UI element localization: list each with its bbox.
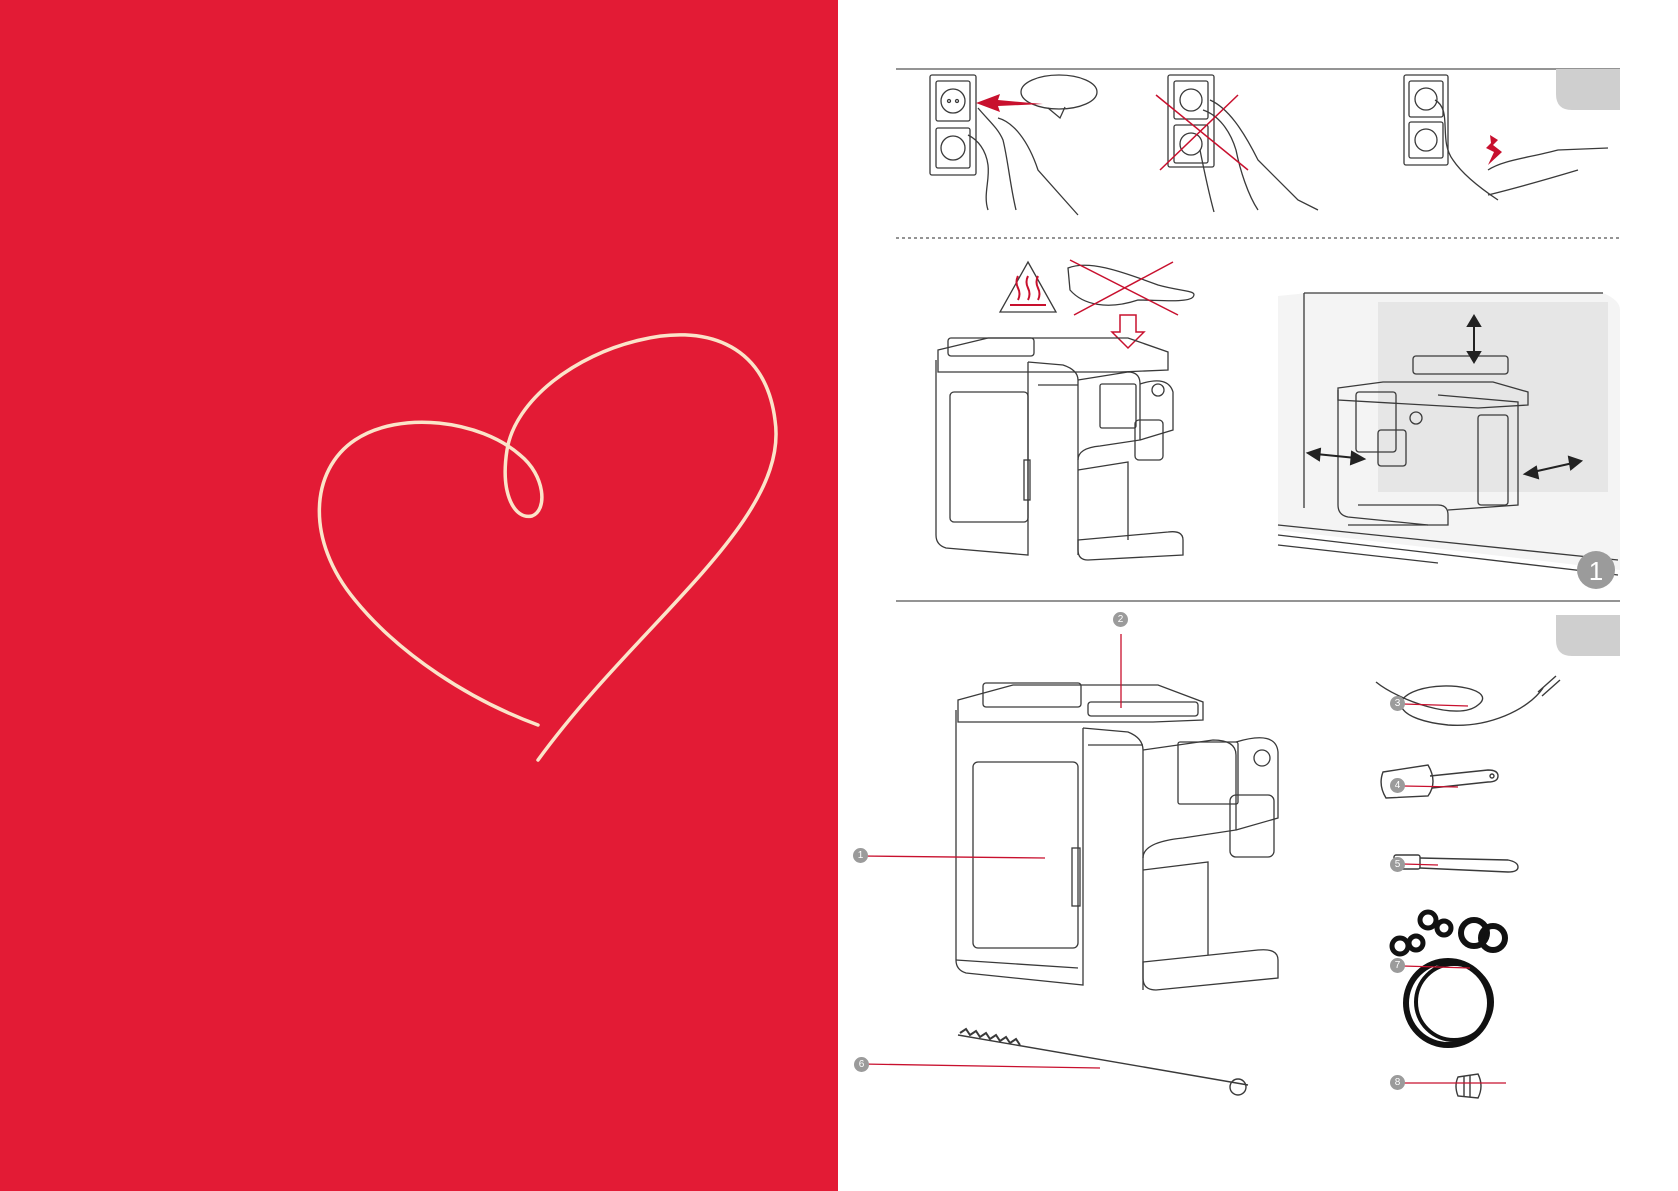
callout-2: 2	[1113, 612, 1128, 627]
down-arrow-icon	[1112, 315, 1144, 348]
coffee-machine-front-view	[936, 338, 1183, 560]
nozzle-accessory	[1456, 1074, 1481, 1098]
instruction-sheet: 1	[838, 0, 1678, 1191]
callout-8: 8	[1390, 1075, 1405, 1090]
callout-number: 5	[1395, 860, 1401, 870]
heart-illustration	[0, 0, 838, 1191]
callout-5: 5	[1390, 857, 1405, 872]
insert-arrow-icon	[976, 94, 1043, 112]
clearance-illustration	[1278, 293, 1620, 575]
coffee-machine-parts-view	[956, 683, 1278, 990]
callout-6: 6	[854, 1057, 869, 1072]
callout-number: 2	[1118, 615, 1124, 625]
callout-number: 4	[1395, 781, 1401, 791]
electric-hazard-icon	[1486, 135, 1502, 165]
callout-4: 4	[1390, 778, 1405, 793]
callout-number: 1	[858, 851, 864, 861]
callout-7: 7	[1390, 958, 1405, 973]
do-not-touch-icon	[1068, 260, 1194, 315]
callout-number: 7	[1395, 961, 1401, 971]
section-tab-middle	[1556, 615, 1620, 656]
heart-outline	[319, 335, 776, 760]
cover-panel	[0, 0, 838, 1191]
hot-surface-warning-icon	[1000, 262, 1056, 312]
page-number: 1	[1589, 556, 1603, 586]
callout-number: 6	[859, 1060, 865, 1070]
callout-number: 3	[1395, 699, 1401, 709]
cleaning-pin-accessory	[958, 1029, 1248, 1095]
plug-in-illustration	[930, 75, 1097, 215]
section-tab-top	[1556, 69, 1620, 110]
cleaning-brush-accessory	[1394, 855, 1518, 872]
callout-3: 3	[1390, 696, 1405, 711]
callout-number: 8	[1395, 1078, 1401, 1088]
seal-rings-accessory	[1392, 912, 1505, 1045]
callout-1: 1	[853, 848, 868, 863]
dont-pull-cord-illustration	[1168, 75, 1318, 212]
